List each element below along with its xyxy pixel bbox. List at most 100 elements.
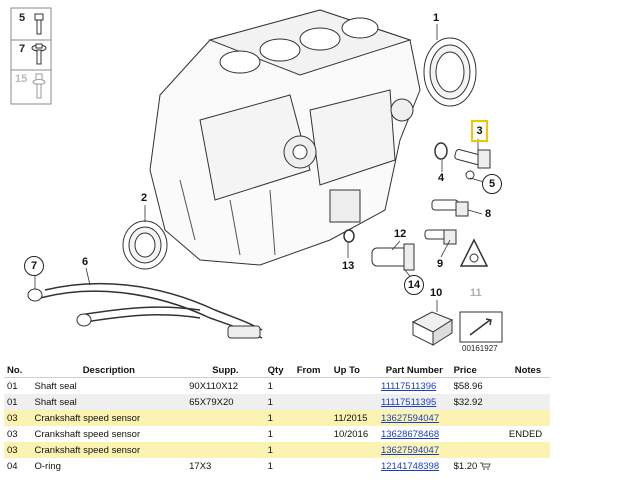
description-cell: Shaft seal: [34, 380, 77, 392]
supplement-cell: [186, 410, 265, 426]
price-cell: [451, 426, 506, 442]
col-header-description: Description: [31, 363, 187, 378]
price-cell: $58.96: [451, 378, 506, 395]
up-to-date-cell: 10/2016: [333, 428, 369, 440]
part-no-cell: 03: [4, 410, 32, 426]
up-to-date-cell: 11/2015: [333, 412, 368, 424]
part-number-link[interactable]: 12141748398: [380, 460, 440, 472]
supplement-cell: 65X79X20: [189, 396, 234, 408]
callout-3-highlighted: 3: [471, 120, 488, 142]
callout-13: 13: [342, 260, 355, 272]
callout-11: 11: [470, 287, 482, 299]
engine-block: [149, 9, 421, 266]
description-cell: Crankshaft speed sensor: [34, 412, 141, 424]
description-cell: Shaft seal: [34, 396, 77, 408]
callout-6: 6: [82, 256, 89, 268]
reference-arrow-icon: [459, 311, 503, 343]
table-row[interactable]: 01 Shaft seal 65X79X20 1 11117511395 $32.92: [4, 394, 550, 410]
from-date-cell: [293, 410, 331, 426]
from-date-cell: [294, 458, 331, 474]
quantity-cell: 1: [264, 410, 294, 426]
part-number-cell: 11117511395: [377, 394, 451, 410]
quantity-cell: 1: [265, 378, 294, 395]
part-no-cell: 03: [7, 444, 18, 456]
description-cell: Crankshaft speed sensor: [31, 442, 187, 458]
supplement-cell: [186, 426, 265, 442]
col-header-part-number: Part Number: [377, 363, 451, 378]
col-header-price: Price: [450, 363, 506, 378]
price-cell: $1.20: [451, 458, 506, 474]
description-cell: Crankshaft speed sensor: [34, 444, 141, 456]
fastener-strip: [10, 7, 52, 105]
bolt-icon: [34, 13, 44, 35]
cart-icon[interactable]: [480, 462, 492, 470]
crankshaft-sensor: [454, 148, 491, 180]
part-no-cell: 03: [7, 412, 18, 424]
table-row[interactable]: 03 Crankshaft speed sensor 1 11/2015 1362759…: [4, 410, 550, 426]
callout-4: 4: [438, 172, 445, 184]
shaft-seal-small: [122, 220, 168, 270]
part-no-cell: 01: [4, 394, 32, 410]
warning-label-icon: [459, 238, 489, 267]
table-row[interactable]: 03 Crankshaft speed sensor 1 10/2016 1362867…: [4, 426, 550, 442]
part-no-cell: 01: [4, 378, 32, 395]
part-no-cell: 01: [7, 396, 18, 408]
description-cell: Crankshaft speed sensor: [34, 428, 141, 440]
quantity-cell: 1: [267, 460, 273, 472]
part-number-link[interactable]: 13628678468: [380, 428, 440, 440]
quantity-cell: 1: [264, 442, 294, 458]
strip-number-15: 15: [15, 73, 28, 85]
part-no-cell: 03: [7, 428, 18, 440]
callout-8: 8: [485, 208, 492, 220]
notes-cell: [506, 458, 550, 474]
diagram-reference-code: 00161927: [462, 344, 498, 353]
description-cell: O-ring: [34, 460, 61, 472]
quantity-cell: 1: [267, 380, 273, 392]
quantity-cell: 1: [265, 426, 294, 442]
callout-9: 9: [437, 258, 444, 270]
parts-box-icon: [411, 311, 454, 346]
supplement-cell: [186, 442, 265, 458]
sensor-part-9: [424, 229, 457, 245]
price-cell: [450, 410, 506, 426]
callout-2: 2: [141, 192, 148, 204]
callout-5: 5: [482, 174, 502, 194]
part-no-cell: 03: [4, 442, 32, 458]
col-header-up-to: Up To: [330, 363, 378, 378]
part-number-link[interactable]: 13627594047: [380, 412, 440, 424]
parts-diagram: [10, 7, 503, 346]
part-number-link[interactable]: 13627594047: [380, 444, 440, 456]
description-cell: Shaft seal: [32, 378, 187, 395]
part-number-link[interactable]: 11117511395: [380, 396, 437, 408]
part-number-cell: 13628678468: [378, 426, 451, 442]
quantity-cell: 1: [267, 444, 273, 456]
description-cell: Crankshaft speed sensor: [32, 426, 187, 442]
from-date-cell: [293, 442, 331, 458]
from-date-cell: [294, 378, 331, 395]
part-number-link[interactable]: 11117511396: [380, 380, 437, 392]
notes-cell: [505, 410, 550, 426]
supplement-cell: 90X110X12: [186, 378, 265, 395]
description-cell: Shaft seal: [31, 394, 187, 410]
price-cell: $32.92: [450, 394, 506, 410]
col-header-notes: Notes: [505, 363, 550, 378]
quantity-cell: 1: [267, 396, 273, 408]
part-no-cell: 03: [4, 426, 32, 442]
quantity-cell: 1: [264, 394, 294, 410]
part-no-cell: 01: [7, 380, 18, 392]
table-header-row: No. Description Supp. Qty From Up To Par…: [4, 363, 550, 378]
banjo-fitting: [27, 288, 261, 339]
up-to-date-cell: [330, 442, 378, 458]
col-header-from: From: [293, 363, 331, 378]
callout-12: 12: [394, 228, 407, 240]
callout-7: 7: [24, 256, 44, 276]
col-header-qty: Qty: [264, 363, 294, 378]
price-cell: [450, 442, 506, 458]
sensor-part-8: [431, 199, 469, 217]
table-row[interactable]: 03 Crankshaft speed sensor 1 13627594047: [4, 442, 550, 458]
notes-cell: [505, 442, 550, 458]
col-header-no: No.: [4, 363, 32, 378]
quantity-cell: 1: [267, 412, 273, 424]
